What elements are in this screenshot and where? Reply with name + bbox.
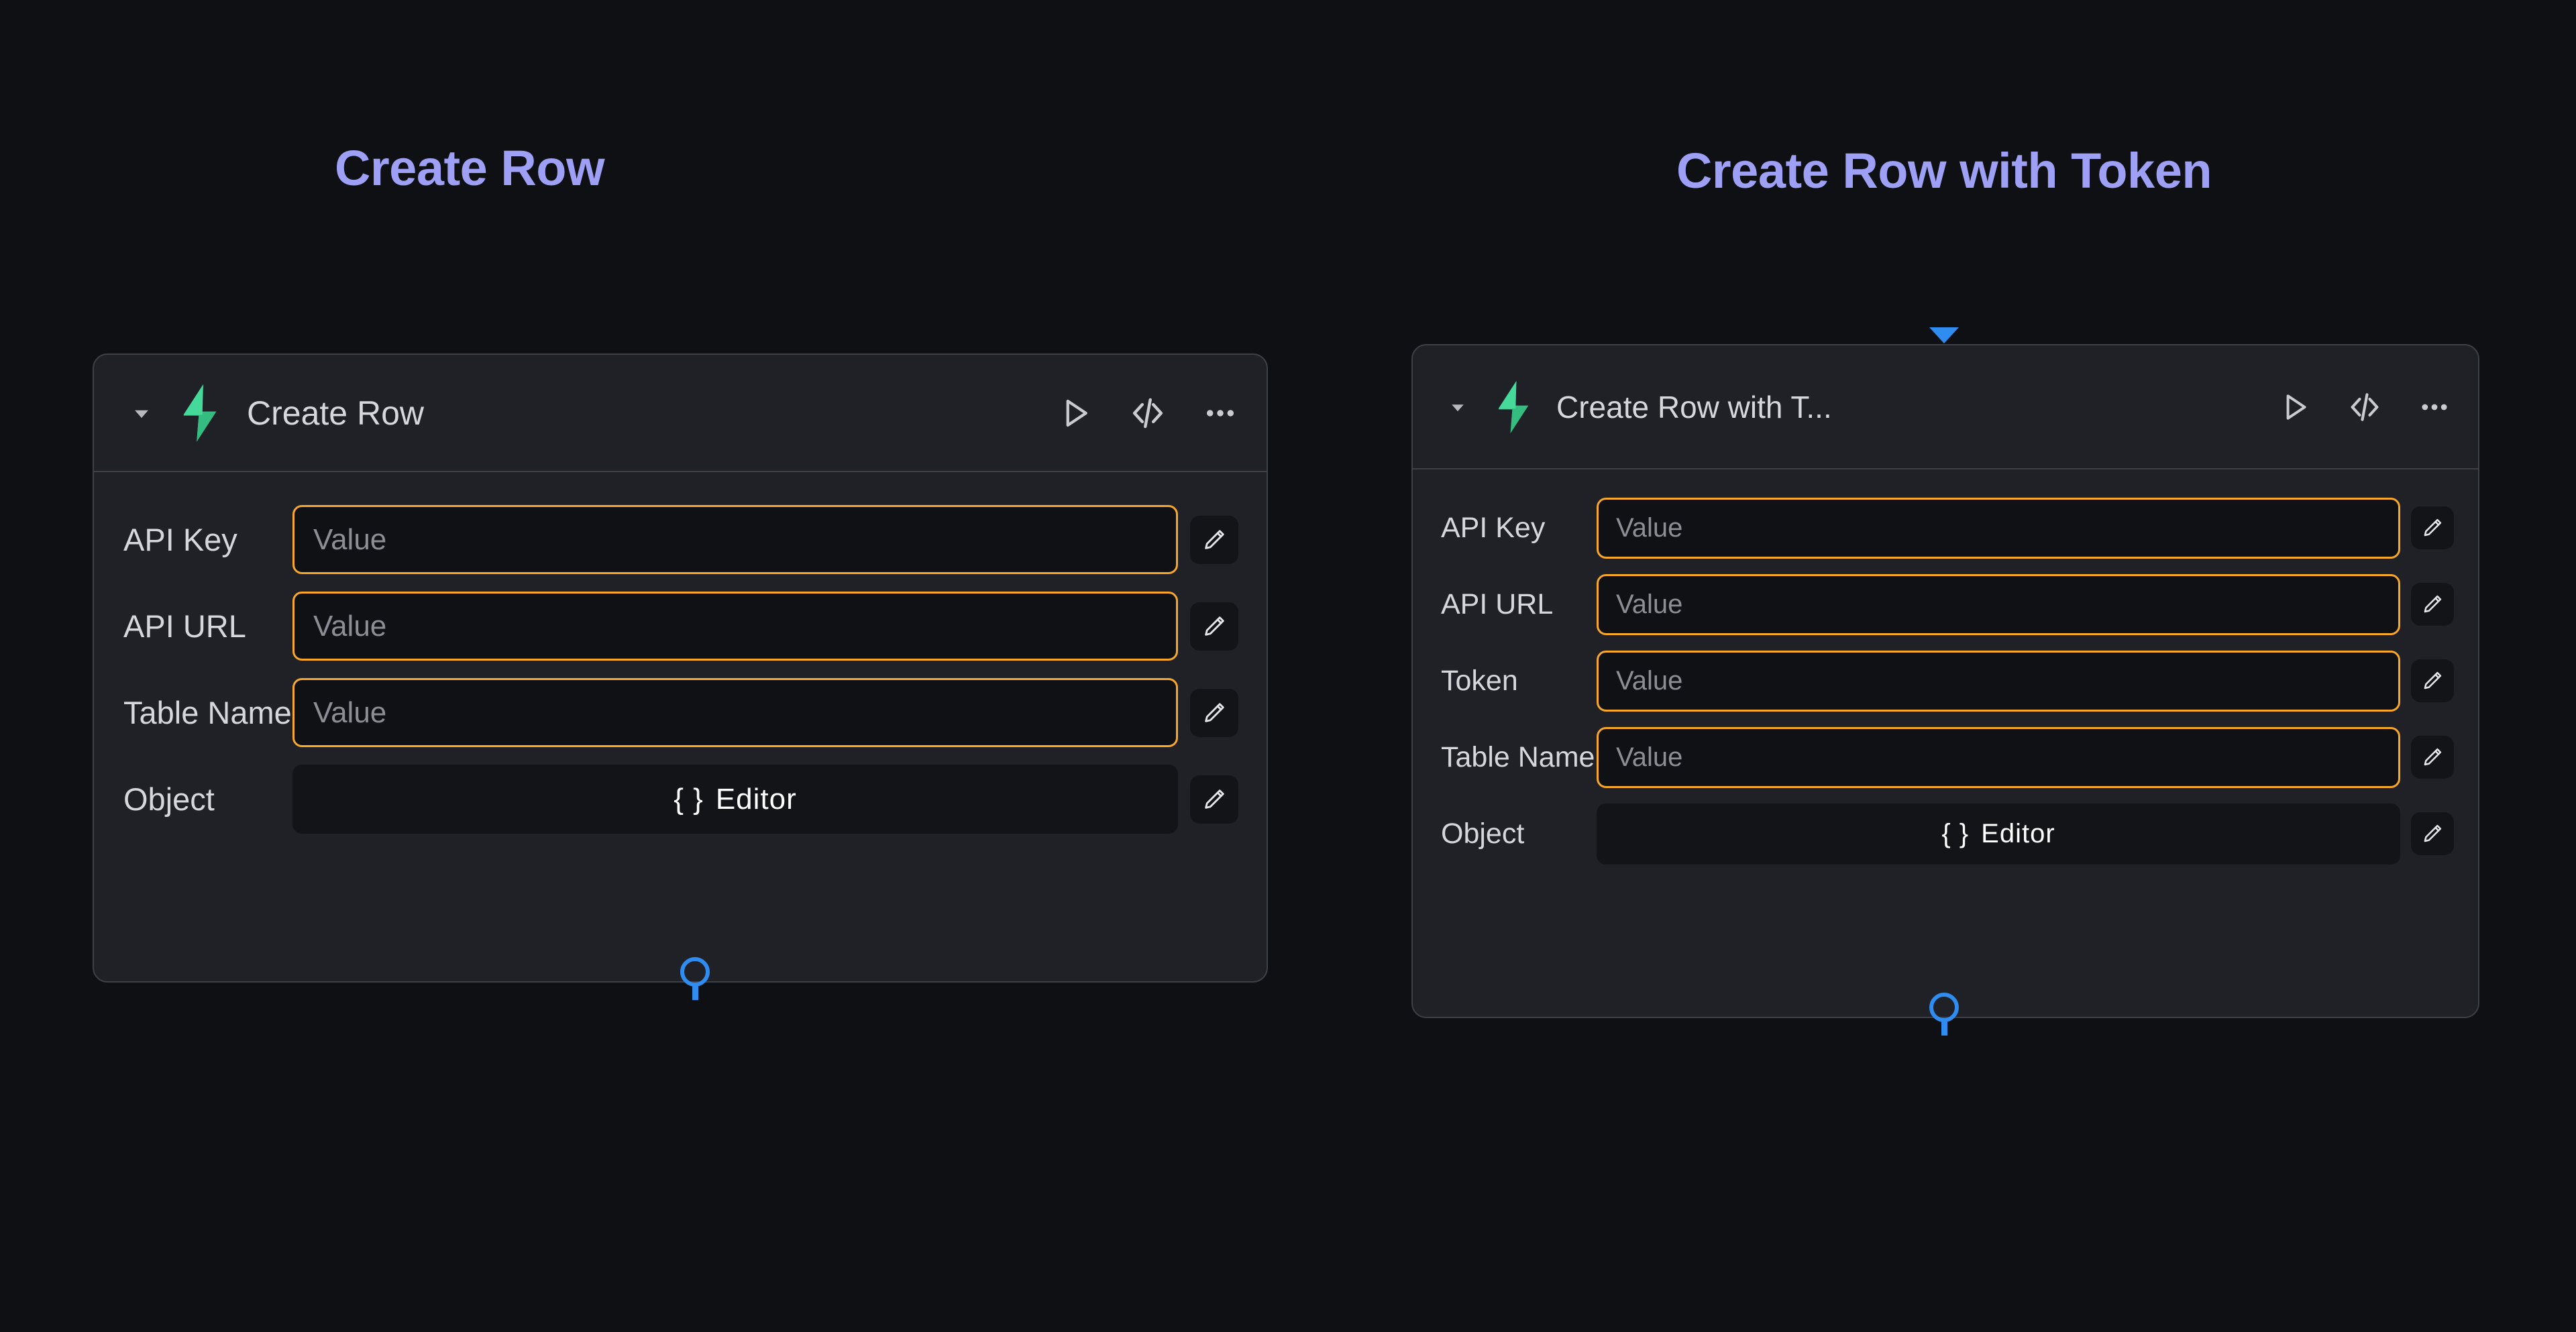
field-label: API Key [1441,511,1546,544]
input-api-url[interactable]: Value [292,592,1178,661]
input-table-name[interactable]: Value [292,678,1178,747]
pencil-icon[interactable] [1190,515,1238,564]
field-row-token: Token Value [1441,643,2454,719]
field-control: Value [1597,490,2454,566]
node-body: API Key Value API URL Value [94,472,1267,842]
pencil-icon[interactable] [1190,688,1238,737]
play-icon[interactable] [2274,386,2316,428]
field-label: API Key [123,522,237,557]
port-ring [1929,993,1959,1022]
curly-brace-icon: { } [674,782,704,816]
pencil-icon[interactable] [2411,506,2454,549]
section-title-create-row-with-token: Create Row with Token [1676,143,2212,199]
code-brackets-icon[interactable] [2344,386,2385,428]
input-token[interactable]: Value [1597,650,2400,712]
field-row-api-key: API Key Value [1441,490,2454,566]
output-port-create-row[interactable] [680,957,710,1000]
field-label: API URL [123,608,246,644]
field-control: Value [1597,566,2454,643]
pencil-icon[interactable] [1190,775,1238,824]
pencil-icon[interactable] [2411,583,2454,626]
output-port-create-row-with-token[interactable] [1929,993,1959,1036]
port-stem [1941,1021,1947,1036]
field-row-table-name: Table Name Value [123,669,1238,756]
field-control: Value [1597,643,2454,719]
port-stem [692,985,698,1000]
node-card-create-row-with-token[interactable]: Create Row with T... [1411,344,2479,1018]
node-header-actions [2274,386,2455,428]
field-control: Value [1597,719,2454,795]
ellipsis-icon[interactable] [1199,392,1241,434]
input-api-key[interactable]: Value [292,505,1178,574]
pencil-icon[interactable] [2411,812,2454,855]
field-label: Object [123,781,215,817]
object-editor-button[interactable]: { } Editor [1597,803,2400,865]
section-title-create-row: Create Row [334,140,605,196]
field-label: Token [1441,664,1518,697]
chevron-down-icon[interactable] [123,395,160,431]
field-control: { } Editor [1597,795,2454,872]
node-body: API Key Value API URL Value [1413,469,2478,872]
field-control: { } Editor [292,756,1238,842]
field-row-object: Object { } Editor [123,756,1238,842]
pencil-icon[interactable] [1190,602,1238,651]
node-header: Create Row [94,355,1267,472]
supabase-lightning-icon [1491,380,1536,434]
field-row-api-url: API URL Value [123,583,1238,669]
input-api-url[interactable]: Value [1597,573,2400,635]
field-row-table-name: Table Name Value [1441,719,2454,795]
field-label: Table Name [1441,740,1595,773]
field-label: Object [1441,817,1525,850]
field-row-api-url: API URL Value [1441,566,2454,643]
node-title: Create Row [247,394,424,432]
object-editor-label: Editor [1981,818,2055,848]
code-brackets-icon[interactable] [1127,392,1169,434]
node-title: Create Row with T... [1556,389,1832,425]
object-editor-label: Editor [715,782,797,816]
input-api-key[interactable]: Value [1597,497,2400,559]
supabase-lightning-icon [174,384,225,443]
ellipsis-icon[interactable] [2414,386,2455,428]
field-row-object: Object { } Editor [1441,795,2454,872]
play-icon[interactable] [1055,392,1096,434]
pencil-icon[interactable] [2411,659,2454,702]
chevron-down-icon[interactable] [1440,389,1476,425]
input-port-create-row-with-token[interactable] [1929,327,1959,343]
port-ring [680,957,710,987]
node-header-actions [1055,392,1241,434]
field-control: Value [292,669,1238,756]
field-row-api-key: API Key Value [123,496,1238,583]
field-label: API URL [1441,588,1554,620]
field-control: Value [292,496,1238,583]
curly-brace-icon: { } [1941,818,1970,848]
object-editor-button[interactable]: { } Editor [292,765,1178,834]
input-table-name[interactable]: Value [1597,726,2400,788]
node-header: Create Row with T... [1413,345,2478,469]
field-control: Value [292,583,1238,669]
field-label: Table Name [123,695,292,730]
pencil-icon[interactable] [2411,736,2454,779]
node-card-create-row[interactable]: Create Row [93,353,1268,983]
